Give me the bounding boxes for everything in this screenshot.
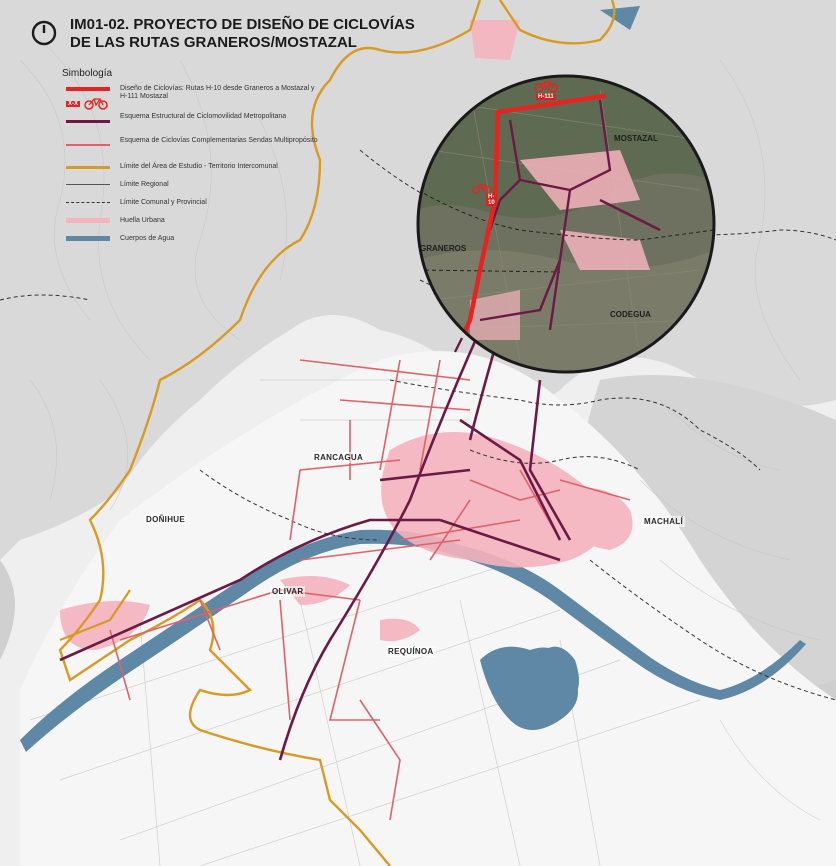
legend-swatch: [66, 202, 110, 203]
place-label-rancagua: RANCAGUA: [312, 452, 366, 463]
bicycle-icon: [534, 81, 558, 93]
place-label-machali: MACHALÍ: [642, 516, 685, 527]
legend-swatch: [66, 236, 110, 241]
legend-item-design-route: X-X Diseño de Ciclovías: Rutas H-10 desd…: [62, 85, 332, 111]
place-label-requinoa: REQUÍNOA: [386, 646, 436, 657]
legend-label: Cuerpos de Agua: [120, 235, 175, 242]
legend-swatch: [66, 218, 110, 223]
legend-label: Límite del Área de Estudio - Territorio …: [120, 163, 278, 170]
legend: Simbología X-X Diseño de Ciclovías: Ruta…: [62, 68, 332, 251]
legend-swatch: [66, 184, 110, 185]
place-label-donihue: DOÑIHUE: [144, 514, 187, 525]
legend-badge: X-X: [66, 95, 109, 113]
place-label-graneros: GRANEROS: [420, 244, 467, 253]
legend-swatch: [66, 120, 110, 123]
legend-heading: Simbología: [62, 68, 113, 79]
route-tag-h10: H-10: [486, 194, 497, 206]
legend-swatch: [66, 87, 110, 91]
bicycle-icon: [84, 98, 109, 111]
route-code-badge: X-X: [66, 100, 81, 107]
legend-label: Huella Urbana: [120, 217, 165, 224]
legend-swatch: [66, 144, 110, 146]
place-label-mostazal: MOSTAZAL: [614, 134, 658, 143]
legend-item-communal: Límite Comunal y Provincial: [62, 197, 332, 211]
legend-label: Esquema Estructural de Ciclomovilidad Me…: [120, 113, 287, 120]
map-title: IM01-02. PROYECTO DE DISEÑO DE CICLOVÍAS…: [70, 16, 450, 52]
route-marker-h111: H-111: [534, 80, 558, 100]
legend-label: Límite Comunal y Provincial: [120, 199, 207, 206]
legend-item-regional: Límite Regional: [62, 179, 332, 193]
place-label-codegua: CODEGUA: [610, 310, 651, 319]
timer-icon: [31, 20, 57, 46]
legend-label: Diseño de Ciclovías: Rutas H-10 desde Gr…: [120, 85, 315, 100]
route-tag-h111: H-111: [536, 94, 556, 100]
legend-label: Esquema de Ciclovías Complementarias Sen…: [120, 137, 318, 144]
legend-item-structural: Esquema Estructural de Ciclomovilidad Me…: [62, 113, 332, 133]
legend-label: Límite Regional: [120, 181, 169, 188]
legend-swatch: [66, 166, 110, 169]
legend-item-urban: Huella Urbana: [62, 215, 332, 229]
legend-item-complementary: Esquema de Ciclovías Complementarias Sen…: [62, 137, 332, 157]
map-title-line1: IM01-02. PROYECTO DE DISEÑO DE CICLOVÍAS: [70, 16, 415, 33]
legend-item-study-area: Límite del Área de Estudio - Territorio …: [62, 161, 332, 175]
route-marker-h10: H-10: [472, 182, 497, 206]
place-label-olivar: OLIVAR: [270, 586, 306, 597]
map-title-line2: DE LAS RUTAS GRANEROS/MOSTAZAL: [70, 34, 357, 51]
legend-item-water: Cuerpos de Agua: [62, 233, 332, 247]
bicycle-icon: [472, 184, 492, 194]
